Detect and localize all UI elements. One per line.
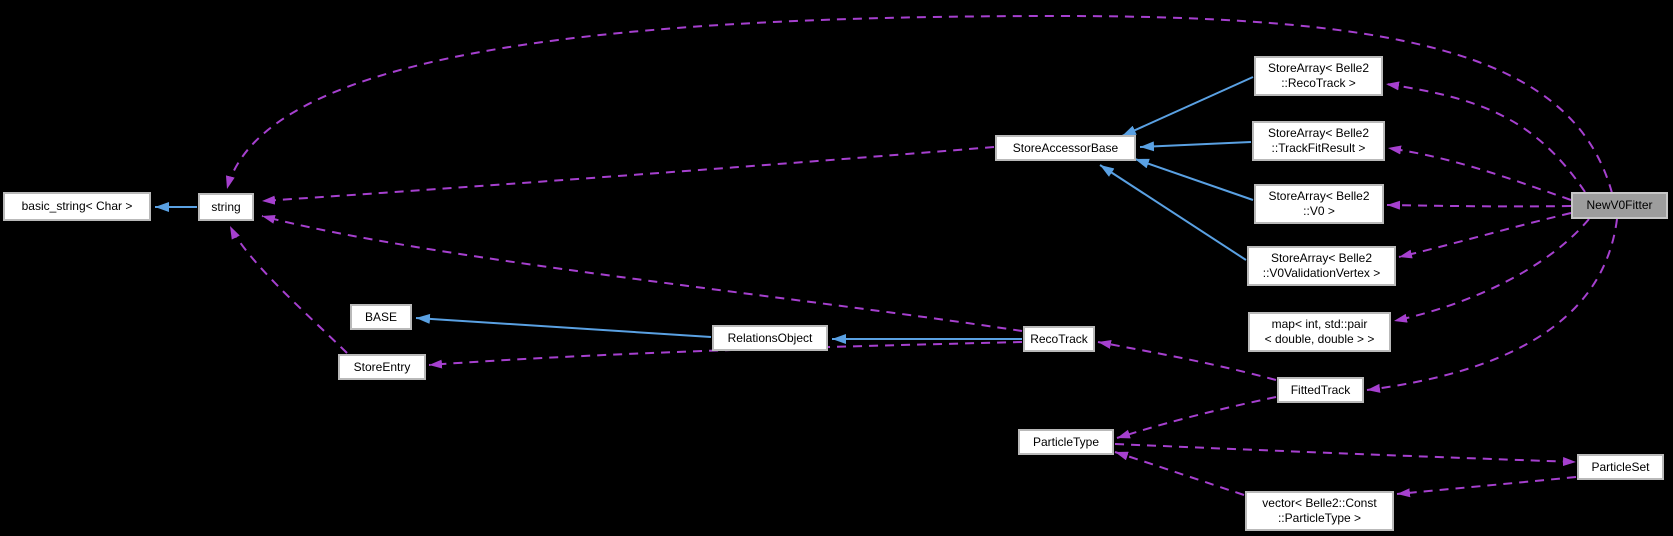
edge-particleset-vector	[1396, 476, 1577, 498]
node-label-line1: map< int, std::pair	[1271, 317, 1368, 331]
node-label-line1: StoreArray< Belle2	[1267, 126, 1370, 140]
node-label-line2: < double, double > >	[1264, 332, 1375, 346]
edge-sav0vv-storeaccessorbase	[1099, 164, 1247, 261]
node-label-line2: ::RecoTrack >	[1281, 76, 1356, 90]
edge-newv0fitter-map	[1393, 218, 1590, 323]
node-relations-object[interactable]: RelationsObject	[712, 325, 828, 351]
node-storearray-recotrack[interactable]: StoreArray< Belle2 ::RecoTrack >	[1254, 56, 1383, 96]
node-map-int-pair[interactable]: map< int, std::pair < double, double > >	[1248, 312, 1391, 352]
node-vector-particletype[interactable]: vector< Belle2::Const ::ParticleType >	[1245, 491, 1394, 531]
edge-vector-particletype	[1114, 451, 1245, 496]
node-label-line1: StoreArray< Belle2	[1267, 61, 1370, 75]
edge-sarecotrack-storeaccessorbase	[1121, 76, 1254, 137]
node-label: string	[211, 199, 241, 214]
node-label: NewV0Fitter	[1586, 198, 1653, 212]
node-base[interactable]: BASE	[350, 304, 412, 330]
node-label: ParticleType	[1032, 434, 1100, 449]
node-new-v0-fitter[interactable]: NewV0Fitter	[1571, 192, 1668, 219]
node-label: ParticleSet	[1591, 459, 1650, 474]
node-label-line2: ::V0ValidationVertex >	[1262, 266, 1381, 280]
node-particle-set[interactable]: ParticleSet	[1577, 454, 1664, 480]
edge-newv0fitter-fittedtrack	[1366, 218, 1618, 393]
node-basic-string[interactable]: basic_string< Char >	[3, 192, 151, 221]
node-label-line1: StoreArray< Belle2	[1270, 251, 1373, 265]
node-label-line1: vector< Belle2::Const	[1262, 496, 1377, 510]
node-label: StoreEntry	[353, 359, 411, 374]
node-label: RecoTrack	[1030, 331, 1088, 346]
edge-newv0fitter-sarecotrack	[1385, 81, 1586, 193]
edge-newv0fitter-satrackfitresult	[1387, 145, 1572, 201]
node-storearray-trackfitresult[interactable]: StoreArray< Belle2 ::TrackFitResult >	[1252, 121, 1385, 161]
node-store-accessor-base[interactable]: StoreAccessorBase	[995, 135, 1136, 161]
node-label-line2: ::V0 >	[1303, 204, 1335, 218]
node-label: StoreAccessorBase	[1012, 140, 1119, 155]
node-label: FittedTrack	[1290, 382, 1351, 397]
node-label-line2: ::TrackFitResult >	[1271, 141, 1366, 155]
edge-newv0fitter-sav0	[1386, 200, 1572, 210]
node-storearray-v0[interactable]: StoreArray< Belle2 ::V0 >	[1254, 184, 1384, 224]
node-label-line1: StoreArray< Belle2	[1268, 189, 1370, 203]
edge-newv0fitter-sav0vv	[1398, 212, 1572, 259]
edge-storeentry-string	[229, 225, 348, 354]
edge-sav0-storeaccessorbase	[1134, 158, 1254, 201]
node-particle-type[interactable]: ParticleType	[1018, 429, 1114, 455]
edge-fittedtrack-particletype	[1116, 396, 1277, 439]
node-reco-track[interactable]: RecoTrack	[1023, 326, 1095, 352]
node-fitted-track[interactable]: FittedTrack	[1277, 377, 1364, 403]
node-string[interactable]: string	[198, 193, 254, 221]
edge-satrackfitresult-storeaccessorbase	[1139, 141, 1252, 152]
node-label: BASE	[364, 309, 397, 324]
node-label-line2: ::ParticleType >	[1277, 511, 1362, 525]
edge-relationsobject-base	[415, 313, 712, 338]
edge-newv0fitter-string	[225, 14, 1613, 194]
edge-particletype-particleset	[1114, 443, 1577, 467]
node-label: RelationsObject	[727, 330, 813, 345]
node-label: basic_string< Char >	[21, 199, 133, 213]
edge-fittedtrack-recotrack	[1097, 340, 1277, 381]
edge-storeaccessorbase-string	[261, 146, 995, 205]
node-storearray-v0validationvertex[interactable]: StoreArray< Belle2 ::V0ValidationVertex …	[1247, 246, 1396, 286]
node-store-entry[interactable]: StoreEntry	[338, 354, 426, 380]
